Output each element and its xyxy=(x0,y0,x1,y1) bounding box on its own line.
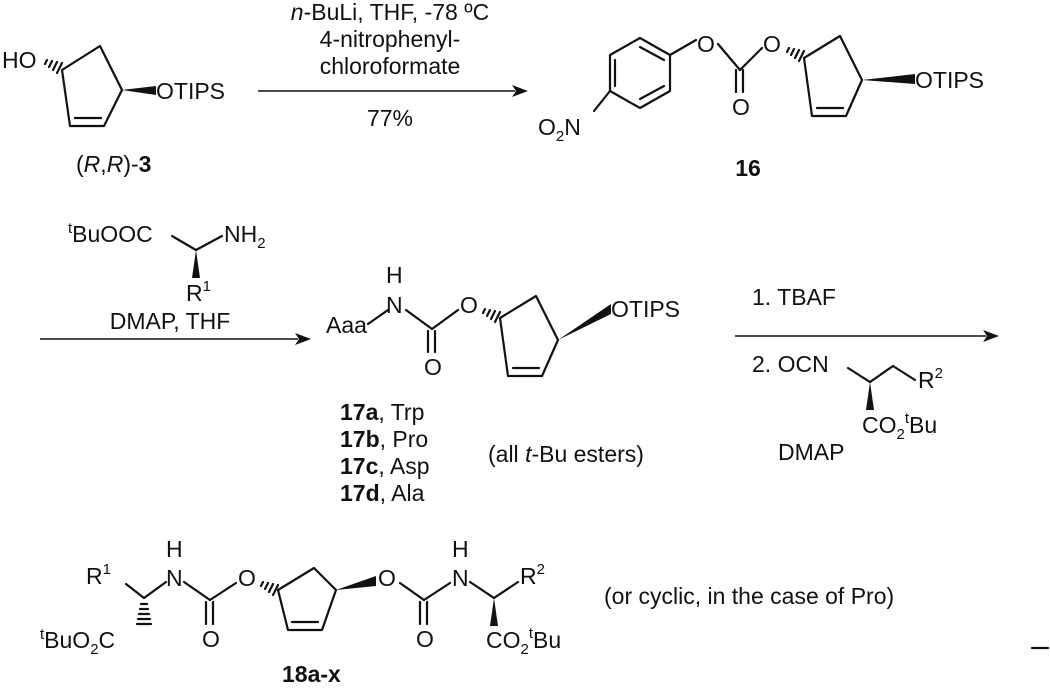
co2tbu-label: CO2tBu xyxy=(486,625,561,658)
pro-note: (or cyclic, in the case of Pro) xyxy=(604,583,894,609)
compound-17: Aaa H N O O OTIPS 17a, Trp 17b, Pro 17c,… xyxy=(326,262,680,506)
compound-16: O2N O O O OTIPS 16 xyxy=(538,31,984,181)
otips-label: OTIPS xyxy=(611,296,680,322)
step2-conditions: DMAP, THF xyxy=(110,308,231,334)
amine-label: NH2 xyxy=(224,221,266,252)
aaa-label: Aaa xyxy=(326,312,367,338)
ester-note: (all t-Bu esters) xyxy=(488,441,644,467)
otips-label: OTIPS xyxy=(156,78,225,104)
hashed-wedge-bond xyxy=(135,602,153,626)
nh-nitrogen: N xyxy=(386,292,403,318)
hashed-wedge-bond xyxy=(785,46,806,63)
compound-18: R1 H N tBuO2C O O O xyxy=(40,536,1050,687)
step1-reagent-line3: chloroformate xyxy=(320,53,461,79)
carbonyl-oxygen-left: O xyxy=(202,626,220,652)
compound-label-18: 18a-x xyxy=(282,661,341,687)
r2-substituent: R2 xyxy=(520,561,545,589)
ester-oxygen-1: O xyxy=(697,31,715,57)
bold-wedge-bond xyxy=(192,250,200,278)
step3-reaction-arrow: 1. TBAF 2. OCN R2 CO2tBu DMAP xyxy=(735,284,999,465)
nh-hydrogen: H xyxy=(386,262,403,288)
step1-reaction-arrow: n-BuLi, THF, -78 ºC 4-nitrophenyl- chlor… xyxy=(258,0,528,131)
bold-wedge-bond xyxy=(866,382,874,410)
carbonyl-oxygen: O xyxy=(424,354,442,380)
co2tbu-label: CO2tBu xyxy=(862,410,937,443)
otips-label: OTIPS xyxy=(915,67,984,93)
bold-wedge-bond xyxy=(862,74,915,84)
r1-substituent: R1 xyxy=(86,561,111,589)
variant-17b: 17b, Pro xyxy=(340,426,428,452)
nh-nitrogen-left: N xyxy=(166,565,183,591)
step3-dmap: DMAP xyxy=(778,439,844,465)
step1-reagent-line2: 4-nitrophenyl- xyxy=(320,26,461,52)
variant-17c: 17c, Asp xyxy=(340,453,430,479)
carbonyl-oxygen: O xyxy=(732,94,750,120)
nh-nitrogen-right: N xyxy=(452,565,469,591)
r2-substituent: R2 xyxy=(918,365,943,393)
variant-17a: 17a, Trp xyxy=(340,399,424,425)
carbamate-oxygen-right: O xyxy=(378,565,396,591)
cyclopentene-ring xyxy=(276,566,338,632)
nitrophenyl-ring xyxy=(608,36,672,110)
ester-oxygen-2: O xyxy=(763,31,781,57)
bold-wedge-bond xyxy=(558,304,611,340)
r1-substituent: R1 xyxy=(186,278,211,306)
step2-reaction-arrow xyxy=(40,333,311,345)
compound-label-3: (R,R)-3 xyxy=(76,151,151,177)
nitro-group: O2N xyxy=(538,114,581,145)
tbu-ester-label: tBuO2C xyxy=(40,626,115,658)
bold-wedge-bond xyxy=(336,576,376,590)
starting-material-3: HO OTIPS (R,R)-3 xyxy=(2,44,225,177)
nh-hydrogen-right: H xyxy=(452,536,469,562)
carbamate-oxygen: O xyxy=(460,292,478,318)
cyclopentene-ring xyxy=(60,44,124,128)
bold-wedge-bond xyxy=(490,598,498,626)
variant-17d: 17d, Ala xyxy=(340,480,425,506)
compound-label-16: 16 xyxy=(735,155,761,181)
step3-line1: 1. TBAF xyxy=(752,284,836,310)
bold-wedge-bond xyxy=(122,86,156,95)
hydroxyl-label: HO xyxy=(2,47,37,73)
hashed-wedge-bond xyxy=(259,580,280,597)
step1-reagent-line1: n-BuLi, THF, -78 ºC xyxy=(291,0,489,25)
carbamate-oxygen-left: O xyxy=(238,565,256,591)
hashed-wedge-bond xyxy=(43,58,64,75)
step3-line2: 2. OCN xyxy=(752,351,829,377)
carbonyl-oxygen-right: O xyxy=(416,626,434,652)
step1-yield: 77% xyxy=(367,105,413,131)
tbu-ester-label: tBuOOC xyxy=(68,220,153,247)
step2-reagent: tBuOOC NH2 R1 DMAP, THF xyxy=(68,220,266,334)
cyclopentene-ring xyxy=(498,294,560,378)
cyclopentene-ring xyxy=(802,34,864,118)
hashed-wedge-bond xyxy=(481,307,502,324)
variant-list: 17a, Trp 17b, Pro 17c, Asp 17d, Ala xyxy=(340,399,430,506)
nh-hydrogen-left: H xyxy=(166,536,183,562)
